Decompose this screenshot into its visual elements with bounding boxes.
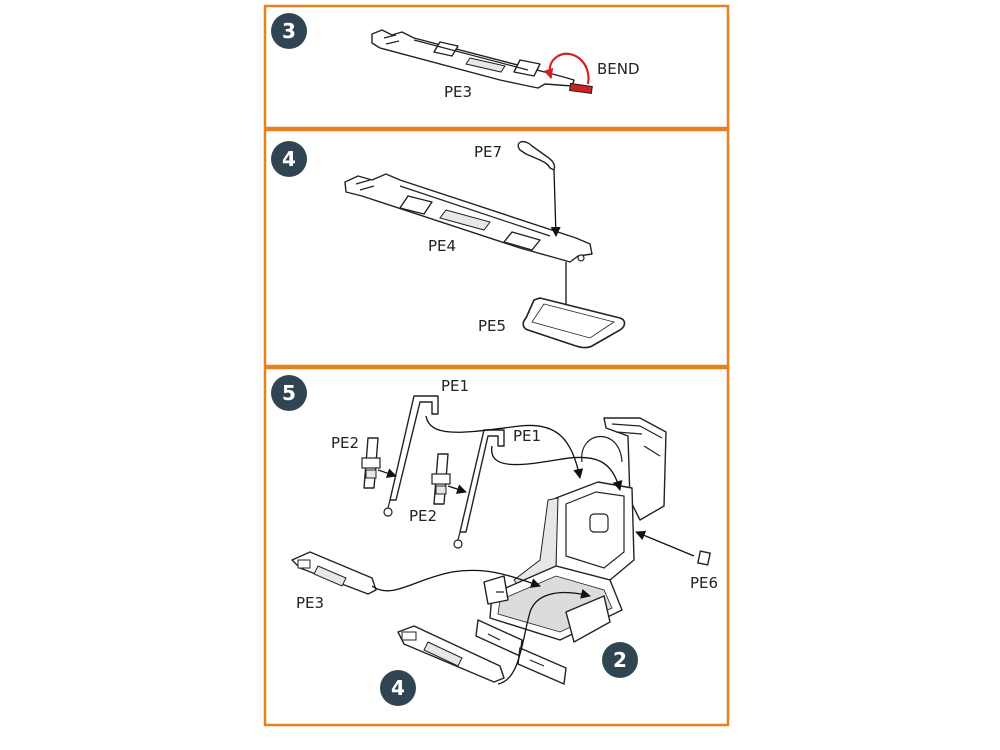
pe3-lap-strap-part [291, 551, 377, 595]
pe3-strap-part [371, 29, 575, 89]
pe7-label: PE7 [474, 143, 502, 161]
pe2-a-label: PE2 [331, 434, 359, 452]
reference-step-4-badge: 4 [380, 670, 416, 706]
pe6-tab-part [697, 550, 711, 566]
pe4-lap-strap-part [397, 625, 505, 683]
pe2-buckle-a-part [361, 437, 381, 489]
bend-arrow [543, 52, 590, 85]
pe6-arrow [635, 530, 695, 557]
pe1-b-label: PE1 [513, 427, 541, 445]
step-3-badge: 3 [271, 13, 307, 49]
step-5-badge: 5 [271, 375, 307, 411]
bend-tab-highlight [568, 82, 593, 95]
reference-step-2-number: 2 [613, 648, 627, 672]
step-5-frame [263, 366, 730, 727]
step-3-panel: 3 PE3 BEND [263, 4, 730, 130]
pe7-clip-part [517, 140, 556, 171]
pe5-pad-part [522, 297, 626, 349]
pe4-route [497, 588, 591, 685]
reference-step-4-number: 4 [391, 676, 405, 700]
pe1-b-route [491, 445, 623, 491]
step-4-badge: 4 [271, 141, 307, 177]
pe1-a-label: PE1 [441, 377, 469, 395]
bend-label: BEND [597, 60, 640, 78]
step-3-frame [263, 4, 730, 130]
pe5-pad-inner [531, 303, 615, 339]
pe7-arrow [550, 169, 561, 237]
step-4-number: 4 [282, 147, 296, 171]
pe1-a-route [425, 415, 584, 479]
pe4-strap-part [344, 173, 593, 263]
ejection-seat-part [475, 417, 667, 685]
step-4-frame [263, 128, 730, 368]
pe4-label: PE4 [428, 237, 456, 255]
pe3-lower-label: PE3 [296, 594, 324, 612]
pe3-route [371, 569, 541, 592]
step-4-panel: 4 PE7 PE4 PE5 [263, 128, 730, 368]
pe1-strap-b-part [453, 429, 505, 549]
pe2-b-label: PE2 [409, 507, 437, 525]
pe1-strap-a-part [383, 395, 439, 517]
step-5-number: 5 [282, 381, 296, 405]
step-5-panel: 5 [263, 366, 730, 727]
pe2-b-arrow [447, 484, 467, 494]
pe6-label: PE6 [690, 574, 718, 592]
step-3-number: 3 [282, 19, 296, 43]
reference-step-2-badge: 2 [602, 642, 638, 678]
pe2-buckle-b-part [431, 453, 451, 505]
pe3-label: PE3 [444, 83, 472, 101]
pe2-a-arrow [377, 468, 397, 478]
pe5-label: PE5 [478, 317, 506, 335]
